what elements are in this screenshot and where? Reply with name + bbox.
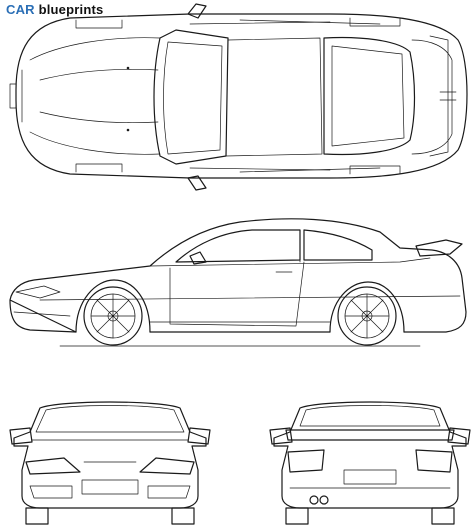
front-view — [9, 401, 211, 525]
car-blueprints-logo: CAR blueprints — [6, 2, 103, 17]
side-view — [9, 218, 467, 347]
logo-car-text: CAR — [6, 2, 35, 17]
rear-view — [269, 401, 471, 525]
logo-blueprints-text: blueprints — [34, 2, 104, 17]
top-view — [9, 3, 468, 191]
